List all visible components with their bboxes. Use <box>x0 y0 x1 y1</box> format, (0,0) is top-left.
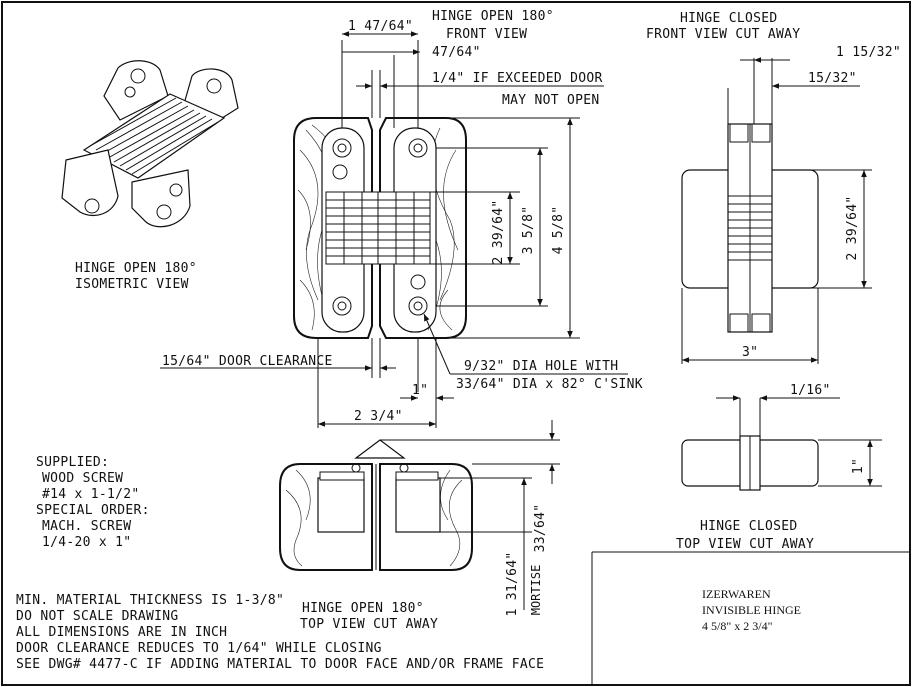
closed-front-hinge <box>681 123 819 333</box>
dim-top-1-31-64: 1 31/64" <box>505 551 520 616</box>
dim-3-5-8: 3 5/8" <box>521 206 536 255</box>
dim-door-clearance: 15/64" DOOR CLEARANCE <box>162 354 333 369</box>
front-hinge-leaves <box>321 127 437 333</box>
dim-closed-1-15-32: 1 15/32" <box>836 45 901 60</box>
general-note: MIN. MATERIAL THICKNESS IS 1-3/8" <box>16 593 284 608</box>
top-open-title-line2: TOP VIEW CUT AWAY <box>300 617 438 632</box>
title-block: IZERWAREN INVISIBLE HINGE 4 5/8" x 2 3/4… <box>591 551 910 685</box>
dim-1-47-64: 1 47/64" <box>348 19 413 34</box>
dim-closed-2-39-64: 2 39/64" <box>845 195 860 260</box>
closed-top-hinge <box>681 435 819 491</box>
dim-hole-line2: 33/64" DIA x 82° C'SINK <box>456 377 643 392</box>
note-mach-screw: MACH. SCREW <box>42 519 131 534</box>
note-mach-size: 1/4-20 x 1" <box>42 535 131 550</box>
front-closed-title-line1: HINGE CLOSED <box>680 11 778 26</box>
top-closed-title-line1: HINGE CLOSED <box>700 519 798 534</box>
general-note: DOOR CLEARANCE REDUCES TO 1/64" WHILE CL… <box>16 641 382 656</box>
dim-hole-line1: 9/32" DIA HOLE WITH <box>464 359 618 374</box>
dim-47-64: 47/64" <box>432 45 481 60</box>
front-closed-title-line2: FRONT VIEW CUT AWAY <box>646 27 800 42</box>
dim-2-3-4: 2 3/4" <box>354 409 403 424</box>
general-notes: MIN. MATERIAL THICKNESS IS 1-3/8" DO NOT… <box>16 593 544 672</box>
isometric-hinge <box>61 60 239 228</box>
dim-exceeded-line1: 1/4" IF EXCEEDED DOOR <box>432 71 603 86</box>
title-size: 4 5/8" x 2 3/4" <box>702 619 773 633</box>
general-note: DO NOT SCALE DRAWING <box>16 609 179 624</box>
dim-4-5-8: 4 5/8" <box>551 206 566 255</box>
front-vertical-extension-lines <box>430 117 580 339</box>
isometric-title-line2: ISOMETRIC VIEW <box>75 277 189 292</box>
front-open-title-line1: HINGE OPEN 180° <box>432 9 554 24</box>
note-wood-size: #14 x 1-1/2" <box>42 487 140 502</box>
dim-closed-1: 1" <box>851 458 866 474</box>
note-special: SPECIAL ORDER: <box>36 503 150 518</box>
dim-2-39-64: 2 39/64" <box>491 199 506 264</box>
top-closed-title-line2: TOP VIEW CUT AWAY <box>676 537 814 552</box>
general-note: ALL DIMENSIONS ARE IN INCH <box>16 625 227 640</box>
general-note: SEE DWG# 4477-C IF ADDING MATERIAL TO DO… <box>16 657 544 672</box>
dim-closed-3: 3" <box>742 345 758 360</box>
dim-exceeded-line2: MAY NOT OPEN <box>502 93 600 108</box>
dim-closed-15-32: 15/32" <box>808 71 857 86</box>
dim-one-inch: 1" <box>412 383 428 398</box>
note-supplied: SUPPLIED: <box>36 455 109 470</box>
dim-top-33-64: 33/64" <box>533 504 548 553</box>
top-open-view <box>279 439 473 571</box>
title-company: IZERWAREN <box>702 587 771 601</box>
title-product: INVISIBLE HINGE <box>702 603 801 617</box>
isometric-title-line1: HINGE OPEN 180° <box>75 261 197 276</box>
front-open-title-line2: FRONT VIEW <box>446 27 527 42</box>
dim-closed-1-16: 1/16" <box>790 383 831 398</box>
note-wood-screw: WOOD SCREW <box>42 471 123 486</box>
dim-mortise: MORTISE <box>529 565 543 616</box>
top-open-title-line1: HINGE OPEN 180° <box>302 601 424 616</box>
